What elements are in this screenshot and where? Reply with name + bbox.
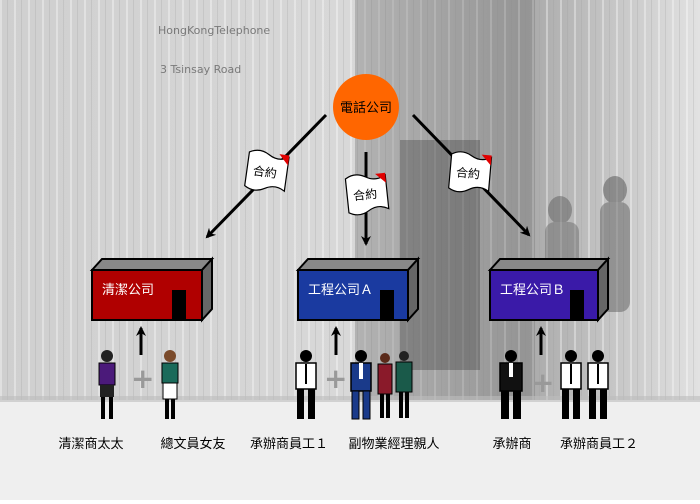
- cleaning-company-box: 清潔公司: [89, 256, 215, 323]
- engineering-a-box: 工程公司Ａ: [295, 256, 421, 323]
- label-sub-worker-1: 承辦商員工１: [250, 437, 328, 452]
- person-icon: [161, 350, 179, 419]
- plus-sign-3: +: [531, 366, 554, 399]
- plus-sign-1: +: [131, 362, 154, 395]
- label-sub-worker-2: 承辦商員工２: [560, 437, 638, 452]
- person-icon: [560, 350, 582, 419]
- person-icon: [350, 350, 372, 420]
- sign-line-2: 3 Tsinsay Road: [160, 63, 241, 76]
- contract-doc-right: 合約: [448, 151, 493, 193]
- contract-label-left: 合約: [252, 163, 278, 181]
- engineering-b-box: 工程公司Ｂ: [487, 256, 611, 323]
- up-arrows: [136, 326, 546, 355]
- engineering-a-label: 工程公司Ａ: [308, 283, 373, 298]
- person-icon: [395, 351, 413, 418]
- contract-tab: [279, 154, 290, 166]
- person-icon: [587, 350, 609, 419]
- label-deputy-manager-relatives: 副物業經理親人: [348, 436, 439, 452]
- person-icon: [98, 350, 116, 419]
- contract-doc-left: 合約: [244, 149, 290, 193]
- label-cleaner-wife: 清潔商太太: [58, 437, 123, 452]
- cleaning-company-label: 清潔公司: [102, 283, 154, 298]
- person-icon: [377, 353, 393, 418]
- door-icon: [172, 290, 186, 320]
- sidewalk: [0, 400, 700, 500]
- contract-tab: [481, 154, 492, 166]
- person-icon: [499, 350, 523, 419]
- telephone-company-node: 電話公司: [333, 74, 399, 140]
- telephone-company-label: 電話公司: [340, 100, 392, 116]
- curb: [0, 396, 700, 402]
- label-contractor: 承辦商: [492, 437, 531, 452]
- telephone-company-circle: [333, 74, 399, 140]
- contract-tab: [375, 172, 387, 183]
- plus-sign-2: +: [324, 362, 347, 395]
- door-icon: [380, 290, 394, 320]
- label-clerk-girlfriend: 總文員女友: [160, 436, 225, 452]
- engineering-b-label: 工程公司Ｂ: [500, 283, 565, 298]
- contract-label-right: 合約: [455, 164, 480, 181]
- people-labels: 清潔商太太 總文員女友 承辦商員工１ 副物業經理親人 承辦商 承辦商員工２: [58, 436, 638, 452]
- contract-label-center: 合約: [352, 186, 377, 203]
- sign-line-1: HongKongTelephone: [158, 24, 270, 37]
- door-icon: [570, 290, 584, 320]
- contract-doc-center: 合約: [344, 172, 390, 216]
- person-icon: [295, 350, 317, 419]
